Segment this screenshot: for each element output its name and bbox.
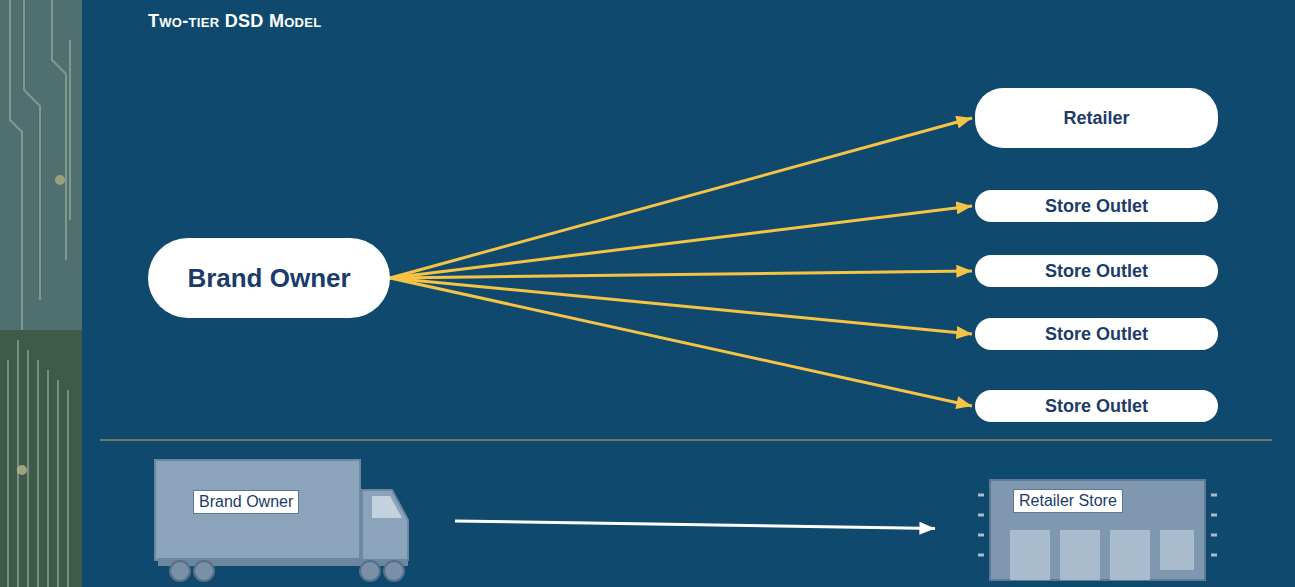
- store-door: [1060, 530, 1100, 580]
- truck-trailer: [155, 460, 360, 560]
- truck-illustration: [155, 460, 408, 581]
- store-window: [1010, 530, 1050, 580]
- store-illustration: [978, 480, 1217, 580]
- flow-arrow: [390, 118, 972, 278]
- truck-window: [372, 496, 402, 518]
- flow-arrow: [455, 521, 935, 529]
- illustration-label: Retailer Store: [1013, 489, 1123, 513]
- retailer-box: Retailer: [975, 88, 1218, 148]
- node-label: Store Outlet: [1045, 324, 1148, 345]
- circuit-strip-dark: [0, 330, 82, 587]
- circuit-traces: [8, 0, 70, 587]
- node-label: Brand Owner: [187, 263, 350, 294]
- store-outlet-box: Store Outlet: [975, 390, 1218, 422]
- divider-rule: [100, 440, 1272, 441]
- store-outlet-box: Store Outlet: [975, 318, 1218, 350]
- store-outlet-box: Store Outlet: [975, 255, 1218, 287]
- truck-node: Brand Owner: [155, 460, 410, 582]
- node-label: Store Outlet: [1045, 196, 1148, 217]
- truck-wheel: [360, 561, 380, 581]
- circuit-pad: [17, 465, 27, 475]
- node-label: Store Outlet: [1045, 396, 1148, 417]
- flow-arrow: [390, 271, 972, 278]
- circuit-pad: [55, 175, 65, 185]
- store-building: [990, 480, 1205, 580]
- flow-arrow: [390, 278, 972, 334]
- illustration-label: Brand Owner: [193, 490, 299, 514]
- truck-wheel: [194, 561, 214, 581]
- node-label: Store Outlet: [1045, 261, 1148, 282]
- flow-arrow: [390, 278, 972, 406]
- truck-wheel: [384, 561, 404, 581]
- flow-arrow: [390, 206, 972, 278]
- truck-cab: [362, 490, 408, 560]
- store-node: Retailer Store: [975, 475, 1225, 582]
- truck-wheel: [170, 561, 190, 581]
- store-window: [1110, 530, 1150, 580]
- circuit-strip: [0, 0, 82, 587]
- brand-owner-box: Brand Owner: [148, 238, 390, 318]
- store-window: [1160, 530, 1194, 570]
- node-label: Retailer: [1063, 108, 1129, 129]
- diagram-title: Two-tier DSD Model: [148, 11, 322, 32]
- store-outlet-box: Store Outlet: [975, 190, 1218, 222]
